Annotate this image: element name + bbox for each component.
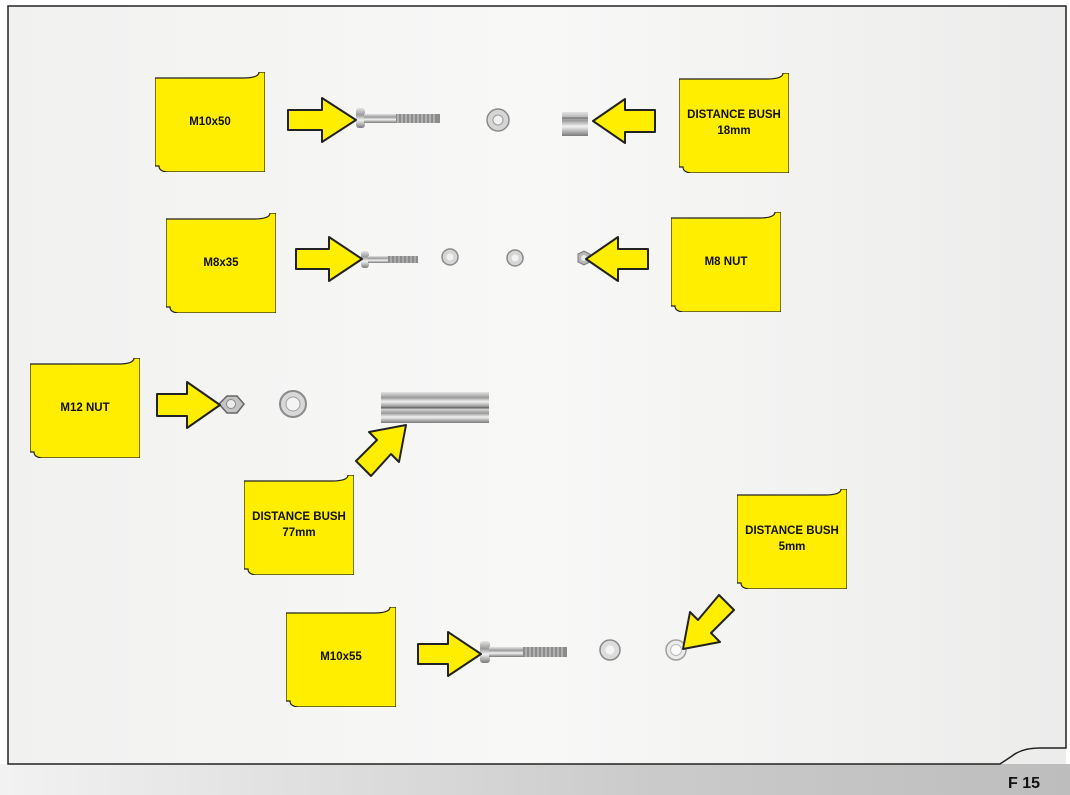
bolt-m10x55 [480,641,567,663]
nut-m12 [217,395,245,414]
label-m8-nut: M8 NUT [671,212,781,312]
arrow-left-icon [585,236,649,282]
label-m10x50-text: M10x50 [189,116,231,128]
figure-frame [7,5,1067,765]
label-distance-bush-77mm-line1: DISTANCE BUSH [252,511,346,523]
arrow-left-icon [592,98,656,144]
label-m10x55: M10x55 [286,607,396,707]
label-distance-bush-5mm-line1: DISTANCE BUSH [745,525,839,537]
label-distance-bush-18mm-line2: 18mm [717,125,751,137]
distance-bush-18mm [562,112,588,136]
arrow-right-icon [295,236,363,282]
arrow-diagonal-icon [355,424,407,477]
label-distance-bush-18mm: DISTANCE BUSH 18mm [679,73,789,173]
nut-m8 [577,250,591,266]
arrow-right-icon [417,631,482,677]
distance-bush-77mm [381,392,489,423]
arrow-diagonal-icon [682,594,735,650]
footer-band [0,764,1070,795]
label-m10x50: M10x50 [155,72,265,172]
bolt-m8x35 [361,251,418,268]
arrow-right-icon [156,381,221,429]
label-distance-bush-5mm: DISTANCE BUSH 5mm [737,489,847,589]
washer-m10-b [599,639,621,661]
figure-number: F 15 [1008,775,1041,792]
label-m12-nut-text: M12 NUT [60,402,110,414]
label-distance-bush-77mm-line2: 77mm [282,527,316,539]
label-m12-nut: M12 NUT [30,358,140,458]
washer-m8-b [506,249,524,267]
washer-m10 [486,108,510,132]
label-distance-bush-18mm-line1: DISTANCE BUSH [687,109,781,121]
label-m8x35-text: M8x35 [203,257,239,269]
washer-m8-a [441,248,459,266]
label-distance-bush-5mm-line2: 5mm [778,541,806,553]
distance-bush-5mm [665,639,687,661]
label-m8x35: M8x35 [166,213,276,313]
label-m8-nut-text: M8 NUT [704,256,748,268]
label-m10x55-text: M10x55 [320,651,362,663]
washer-m12 [279,390,307,418]
arrow-right-icon [287,97,357,143]
bolt-m10x50 [356,108,440,128]
label-distance-bush-77mm: DISTANCE BUSH 77mm [244,475,354,575]
